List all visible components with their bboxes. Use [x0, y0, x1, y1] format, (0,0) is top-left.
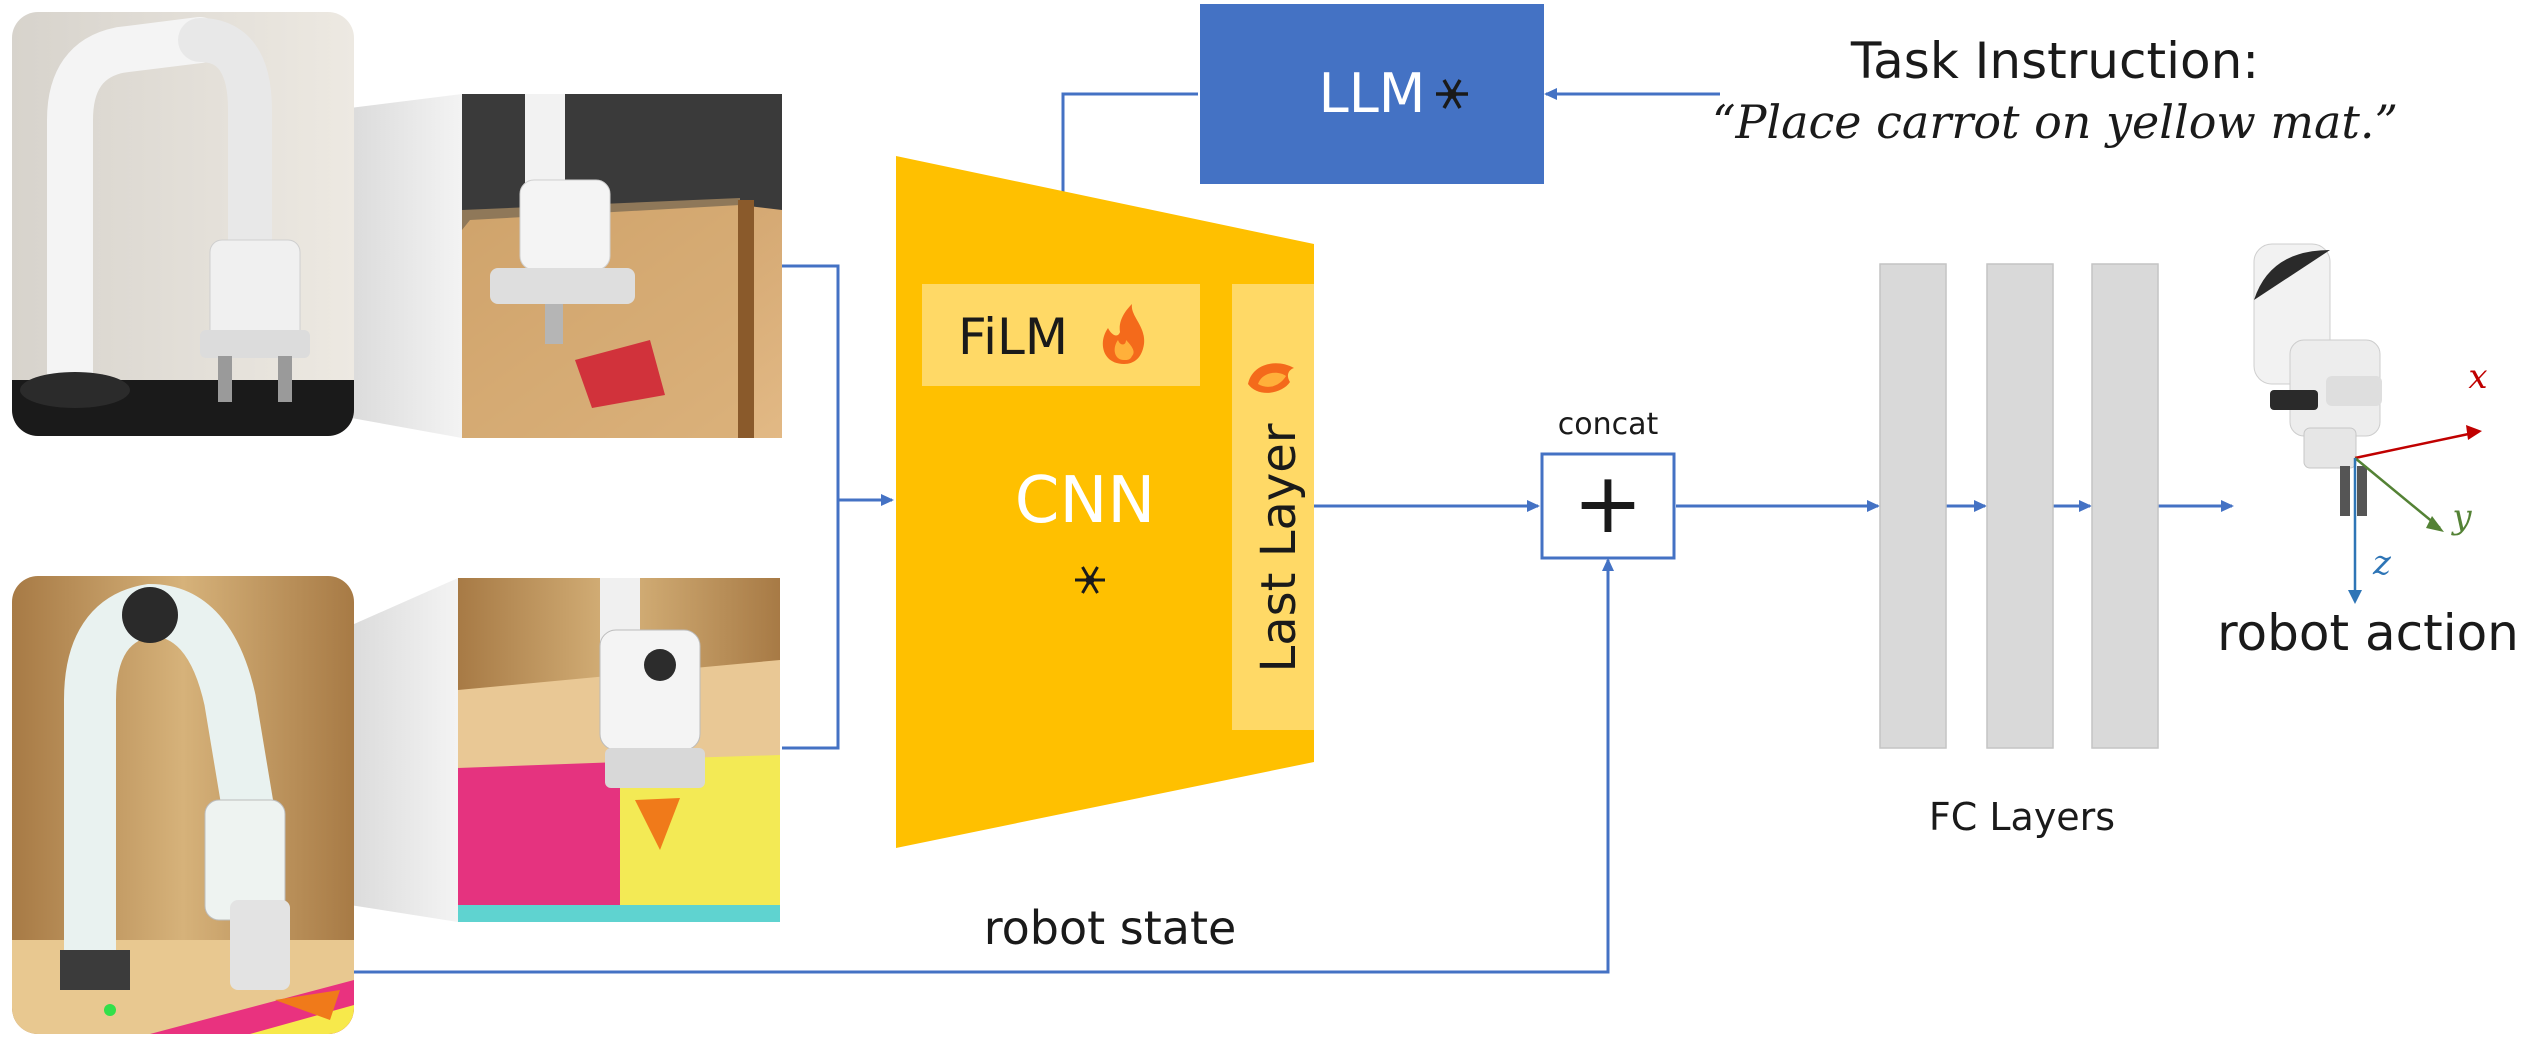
flame-icon [1102, 304, 1145, 364]
snowflake-icon [1075, 566, 1105, 594]
concat-block: concat + [1540, 407, 1676, 560]
flame-icon [1248, 363, 1294, 393]
real-camera-view [458, 578, 780, 922]
real-robot-photo [12, 576, 458, 1034]
axis-z-label: z [2372, 543, 2392, 583]
axis-y-label: y [2450, 497, 2472, 537]
robot-state-label: robot state [984, 901, 1237, 955]
robot-action-illustration: x y z robot action [2217, 243, 2519, 662]
film-box [922, 284, 1200, 386]
last-layer-box [1232, 284, 1314, 730]
simulated-camera-view [462, 94, 782, 438]
llm-box [1200, 4, 1544, 184]
task-instruction-title: Task Instruction: [1850, 32, 2259, 90]
llm-label: LLM [1319, 62, 1426, 125]
film-label: FiLM [958, 308, 1068, 366]
fc-layer [2091, 263, 2159, 749]
concat-label: concat [1558, 407, 1659, 442]
last-layer-label: Last Layer [1251, 423, 1307, 672]
simulated-robot-photo [12, 12, 462, 438]
cnn-label: CNN [1015, 464, 1155, 538]
fc-layers: FC Layers [1879, 263, 2159, 839]
gripper-image [2253, 243, 2382, 516]
axis-x-label: x [2468, 357, 2487, 397]
llm-block: LLM [1200, 4, 1544, 184]
cnn-block: FiLM CNN Last Layer [896, 156, 1314, 848]
axis-arrows [2348, 425, 2482, 604]
robot-action-label: robot action [2217, 604, 2519, 662]
concat-box [1540, 452, 1676, 560]
concat-symbol: + [1573, 454, 1643, 552]
connectors [354, 88, 2234, 974]
fc-layers-label: FC Layers [1929, 795, 2115, 839]
task-instruction-text: “Place carrot on yellow mat.” [1712, 95, 2398, 149]
fc-layer [1986, 263, 2054, 749]
fc-layer [1879, 263, 1947, 749]
snowflake-icon [1436, 79, 1468, 109]
